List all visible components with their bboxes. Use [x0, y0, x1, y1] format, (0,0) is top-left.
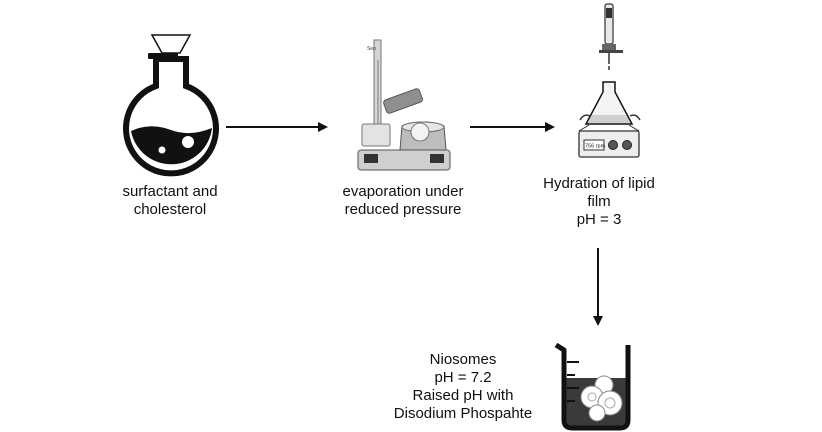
label-line: Raised pH with — [412, 387, 514, 404]
rotary-evaporator-icon: Sep — [357, 39, 451, 171]
label-line: Hydration of lipid — [543, 175, 655, 192]
label-line: reduced pressure — [344, 201, 462, 218]
label-line: pH = 3 — [576, 211, 622, 228]
burette-stirrer-icon: 756 rpm — [578, 3, 641, 158]
label-step-3: Hydration of lipid film pH = 3 — [524, 175, 674, 229]
label-line: evaporation under — [342, 183, 464, 200]
label-line: cholesterol — [133, 201, 207, 218]
label-step-2: evaporation under reduced pressure — [328, 183, 478, 219]
label-line: pH = 7.2 — [434, 369, 492, 386]
label-line: surfactant and — [122, 183, 218, 200]
label-line: Disodium Phospahte — [393, 405, 533, 422]
beaker-icon — [554, 342, 631, 431]
label-step-4: Niosomes pH = 7.2 Raised pH with Disodiu… — [378, 351, 548, 423]
label-line: Niosomes — [429, 351, 497, 368]
evaporator-display: Sep — [367, 46, 376, 52]
stirrer-display: 756 rpm — [585, 144, 606, 150]
label-line: film — [587, 193, 611, 210]
label-step-1: surfactant and cholesterol — [95, 183, 245, 219]
round-bottom-flask-icon — [123, 34, 219, 177]
